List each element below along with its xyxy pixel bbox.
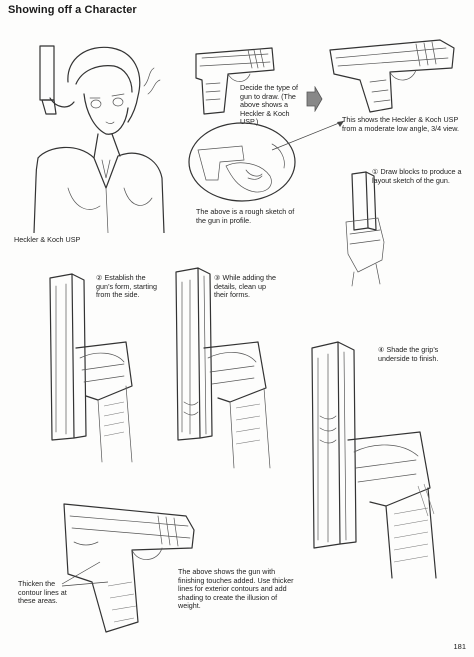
caption-decide: Decide the type of gun to draw. (The abo… (240, 83, 298, 127)
caption-rough: The above is a rough sketch of the gun i… (196, 207, 295, 225)
step2-sketch (36, 266, 146, 466)
step2-caption: ② Establish the gun’s form, starting fro… (96, 273, 157, 300)
step1-block-sketch (338, 168, 394, 288)
step3-sketch (164, 262, 284, 472)
step4-caption: ④ Shade the grip’s underside to finish. (378, 345, 439, 363)
character-sketch (28, 38, 168, 233)
gun-profile-sketch (188, 40, 298, 120)
step3-caption: ③ While adding the details, clean up the… (214, 273, 276, 300)
caption-angle: This shows the Heckler & Koch USP from a… (342, 115, 460, 133)
caption-character: Heckler & Koch USP (14, 235, 81, 244)
finished-gun-sketch (54, 490, 202, 640)
step1-caption: ① Draw blocks to produce a layout sketch… (372, 167, 462, 185)
rough-sketch-oval (186, 120, 298, 204)
page-title: Showing off a Character (8, 4, 137, 16)
arrow-right-icon (305, 86, 323, 112)
caption-thicken: Thicken the contour lines at these areas… (18, 579, 67, 606)
caption-finish: The above shows the gun with finishing t… (178, 567, 294, 611)
step4-sketch (298, 336, 464, 581)
gun-low-angle-sketch (320, 34, 464, 114)
page-number: 181 (453, 642, 466, 651)
